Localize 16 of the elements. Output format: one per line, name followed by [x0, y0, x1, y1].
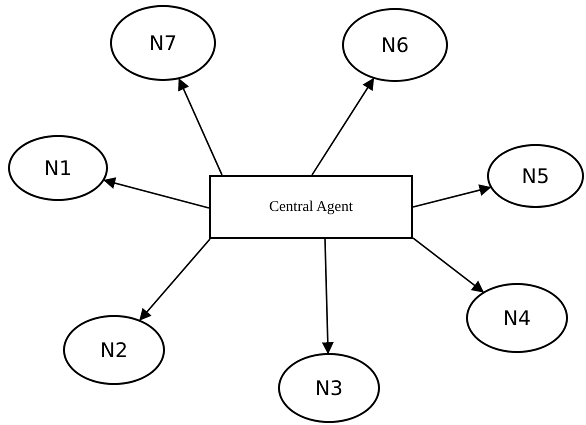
arrow: [412, 237, 484, 293]
arrow: [139, 238, 211, 321]
arrow: [322, 238, 334, 354]
arrow: [103, 177, 210, 209]
arrow: [311, 78, 374, 176]
arrow: [412, 184, 492, 208]
node-label: N3: [315, 376, 343, 400]
node-label: Central Agent: [269, 198, 353, 216]
node-label: N7: [149, 31, 177, 55]
node-label: N5: [522, 164, 550, 188]
node-label: N6: [381, 33, 409, 57]
node-label: N2: [100, 338, 128, 362]
node-label: N1: [44, 156, 72, 180]
agent-box: [209, 175, 413, 239]
node-label: N4: [503, 306, 531, 330]
arrow: [178, 78, 223, 176]
